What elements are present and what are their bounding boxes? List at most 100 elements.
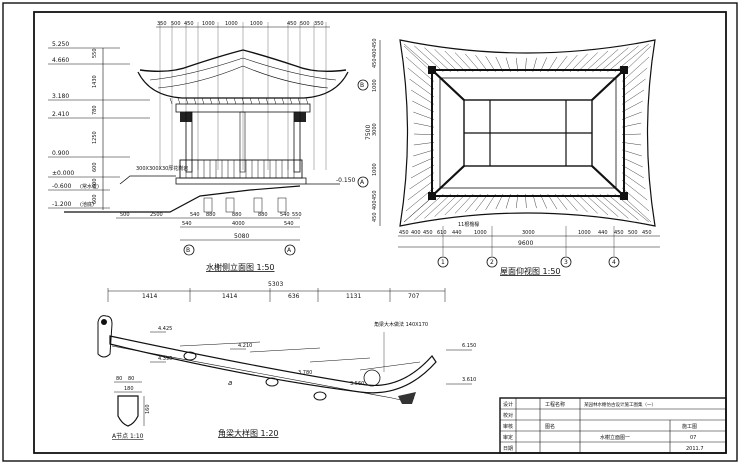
cside-1: 400 bbox=[372, 48, 378, 58]
corner-beam-drawing: 5303 1414 1414 636 1131 707 4.425 4 bbox=[97, 281, 476, 438]
clevel-5: 6.150 bbox=[462, 343, 476, 349]
rafter-line bbox=[413, 133, 435, 135]
node-marker-a: a bbox=[228, 379, 232, 387]
cbot-6: 3000 bbox=[522, 230, 535, 236]
rafter-line bbox=[614, 193, 649, 223]
cbot-7: 1000 bbox=[578, 230, 591, 236]
detail-dim-0: 80 bbox=[116, 376, 122, 382]
rafter-line bbox=[413, 149, 435, 157]
axis-bubble-b bbox=[183, 244, 195, 256]
cbot-2: 450 bbox=[423, 230, 433, 236]
granite-note: 300X300X30厚花岗岩 bbox=[136, 165, 188, 172]
corner-note: 角梁大木做法 140X170 bbox=[374, 321, 428, 328]
tdim-3: 1000 bbox=[202, 21, 215, 27]
cbot-0: 450 bbox=[399, 230, 409, 236]
cside-8: 450 bbox=[372, 212, 378, 222]
bdim-1: 2500 bbox=[150, 212, 163, 218]
sdim-1: 4000 bbox=[232, 221, 245, 227]
level-0900: 0.900 bbox=[52, 150, 69, 157]
rafter-line bbox=[584, 50, 609, 73]
tdim-5: 1000 bbox=[250, 21, 263, 27]
rafter-line bbox=[434, 193, 459, 217]
level-0000: ±0.000 bbox=[52, 170, 74, 177]
level-4660: 4.660 bbox=[52, 57, 69, 64]
corner-seg-0: 1414 bbox=[142, 293, 157, 300]
ceiling-side-dims: 450 400 450 1000 3000 1000 450 400 450 7… bbox=[365, 38, 378, 222]
cbot-4: 440 bbox=[452, 230, 462, 236]
rafter-line bbox=[413, 122, 435, 128]
rafter-line bbox=[621, 149, 642, 157]
level-minus-1200: -1.200 bbox=[52, 201, 72, 208]
rafter-line bbox=[444, 193, 466, 216]
rafter-line bbox=[621, 172, 646, 190]
axis-label-b: B bbox=[186, 247, 190, 254]
rafter-line bbox=[424, 193, 452, 219]
rafter-line bbox=[569, 193, 588, 213]
bdim-6: 540 bbox=[280, 212, 290, 218]
vdim-550: 550 bbox=[92, 48, 98, 58]
tb-r4-c3: 2011.7 bbox=[686, 446, 704, 452]
col-bubble-1 bbox=[437, 256, 449, 268]
vertical-dimension-chain: 550 1430 780 1250 600 600 600 bbox=[92, 48, 104, 210]
column-axes: 1 2 3 4 bbox=[437, 226, 620, 268]
clevel-0: 4.425 bbox=[158, 326, 172, 332]
cside-5: 1000 bbox=[372, 163, 378, 176]
bdim-0: 500 bbox=[120, 212, 130, 218]
cside-2: 450 bbox=[372, 58, 378, 68]
column-top bbox=[97, 315, 113, 358]
tdim-8: 350 bbox=[314, 21, 324, 27]
rafter-line bbox=[607, 193, 639, 221]
cbot-3: 610 bbox=[437, 230, 447, 236]
rafter-line bbox=[465, 193, 481, 213]
bdim-4: 880 bbox=[232, 212, 242, 218]
corner-seg-3: 1131 bbox=[346, 293, 361, 300]
rafter-line bbox=[599, 193, 629, 219]
inner-frame bbox=[33, 11, 727, 454]
cside-total: 7500 bbox=[365, 125, 372, 140]
clevel-2: 4.210 bbox=[238, 343, 252, 349]
rafter-line bbox=[621, 142, 642, 146]
rafter-line bbox=[434, 49, 459, 73]
col-label-1: 1 bbox=[441, 259, 445, 266]
clevel-1: 4.390 bbox=[158, 356, 172, 362]
rafter-line bbox=[607, 45, 639, 73]
corner-seg-2: 636 bbox=[288, 293, 300, 300]
level-3180: 3.180 bbox=[52, 93, 69, 100]
tb-r3-c2: 水榭立面图一 bbox=[600, 434, 630, 441]
row-label-a: A bbox=[360, 179, 365, 186]
rafter-pattern bbox=[403, 43, 652, 223]
corner-total: 5303 bbox=[268, 281, 283, 288]
sdim-0: 540 bbox=[182, 221, 192, 227]
rafter-line bbox=[621, 133, 642, 135]
elevation-title: 水榭侧立面图 1:50 bbox=[206, 262, 275, 272]
rafter-line bbox=[414, 193, 444, 221]
row-bubble-a bbox=[357, 176, 369, 188]
level-2410: 2.410 bbox=[52, 111, 69, 118]
title-block: 设计 工程名称 某园林水榭仿古设计施工图集（一） 校对 审核 图名 施工图 审定… bbox=[499, 397, 727, 454]
col-label-2: 2 bbox=[490, 259, 494, 266]
detail-dim-2: 180 bbox=[124, 386, 134, 392]
pavilion-body: 300X300X30厚花岗岩 -0.150 bbox=[64, 111, 356, 213]
ceiling-structure bbox=[428, 66, 628, 200]
level-note-pool: (池底) bbox=[80, 201, 94, 208]
rafter-line bbox=[621, 67, 648, 90]
tdim-0: 350 bbox=[157, 21, 167, 27]
tb-r3-c3: 07 bbox=[690, 435, 696, 441]
rafter-line bbox=[592, 193, 619, 217]
cbot-5: 1000 bbox=[474, 230, 487, 236]
detail-a-drawing: 80 80 180 160 A节点 1:10 bbox=[112, 376, 151, 440]
tb-r4-c0: 日期 bbox=[503, 446, 513, 452]
row-bubble-b bbox=[357, 79, 369, 91]
rafter-line bbox=[592, 49, 619, 73]
axis-label-a: A bbox=[287, 247, 292, 254]
vdim-600c: 600 bbox=[92, 194, 98, 204]
detail-section bbox=[117, 395, 139, 427]
rafter-line bbox=[621, 164, 645, 179]
sdim-2: 540 bbox=[284, 221, 294, 227]
clevel-4: 3.560 bbox=[350, 381, 364, 387]
beam-tip bbox=[398, 392, 416, 404]
rafter-line bbox=[413, 142, 435, 146]
rafter-line bbox=[409, 172, 435, 190]
rafter-line bbox=[412, 100, 435, 113]
